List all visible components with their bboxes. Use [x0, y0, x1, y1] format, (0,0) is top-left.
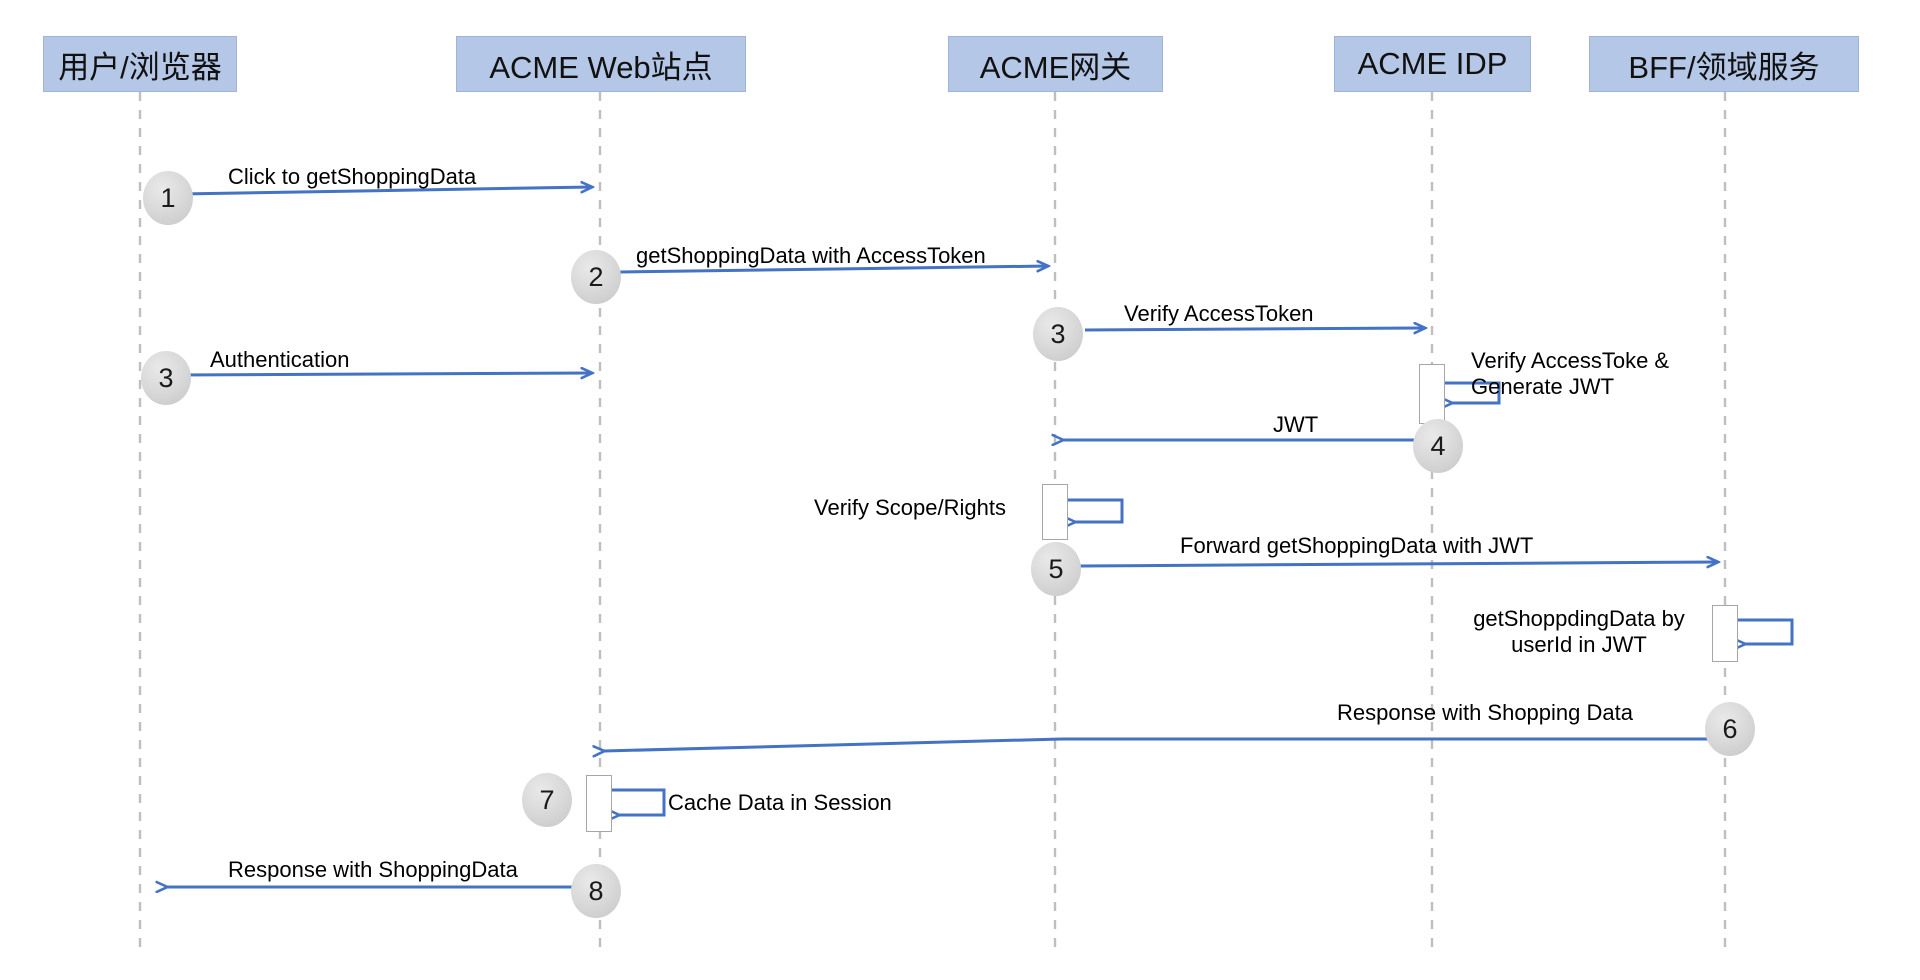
activation-box-web: [586, 775, 612, 832]
arrow-3-authentication: [177, 373, 592, 375]
lifelines: [138, 92, 1727, 952]
message-label-getshoppdingdata-by-userid-in-jwt: getShoppdingData by userId in JWT: [1450, 606, 1708, 658]
arrow-2-getshoppingdata-with-accesstoken: [619, 266, 1048, 274]
message-label-line-2: Generate JWT: [1471, 373, 1615, 399]
step-badge-3-verify[interactable]: 3: [1033, 307, 1083, 361]
message-label-jwt: JWT: [1273, 412, 1319, 437]
arrow-5-forward-getshoppingdata-with-jwt: [1079, 562, 1718, 566]
step-badge-4[interactable]: 4: [1413, 419, 1463, 473]
message-label-click-to-getshoppingdata: Click to getShoppingData: [228, 164, 477, 189]
selfloop-getshoppdingdata-by-userid-in-jwt: [1738, 618, 1794, 644]
step-badge-8[interactable]: 8: [571, 864, 621, 918]
step-badge-6[interactable]: 6: [1705, 702, 1755, 756]
step-badge-7[interactable]: 7: [522, 773, 572, 827]
participant-bff[interactable]: BFF/领域服务: [1589, 36, 1859, 92]
participant-idp-label: ACME IDP: [1357, 46, 1508, 81]
activation-box-bff: [1712, 605, 1738, 662]
step-badge-5[interactable]: 5: [1031, 542, 1081, 596]
step-badge-1[interactable]: 1: [143, 171, 193, 225]
participant-web-label: ACME Web站点: [489, 49, 713, 85]
arrow-6-response-with-shopping-data-seg2: [604, 737, 1063, 751]
arrow-1-click-to-getshoppingdata: [179, 187, 592, 196]
selfloop-cache-data-in-session: [612, 788, 666, 815]
message-label-getshoppingdata-with-accesstoken: getShoppingData with AccessToken: [636, 243, 986, 268]
activation-box-gateway: [1042, 484, 1068, 540]
selfloop-verify-scope-rights: [1068, 498, 1124, 522]
participant-user[interactable]: 用户/浏览器: [43, 36, 237, 92]
step-badge-2[interactable]: 2: [571, 250, 621, 304]
step-badge-3-authentication[interactable]: 3: [141, 351, 191, 405]
selfloop-verify-accesstoke-generate-jwt: [1445, 381, 1501, 403]
message-label-cache-data-in-session: Cache Data in Session: [668, 790, 892, 815]
message-label-forward-getshoppingdata-with-jwt: Forward getShoppingData with JWT: [1180, 533, 1534, 558]
participant-user-label: 用户/浏览器: [58, 49, 222, 85]
message-label-response-with-shoppingdata: Response with ShoppingData: [228, 857, 518, 882]
participant-gateway[interactable]: ACME网关: [948, 36, 1163, 92]
participant-idp[interactable]: ACME IDP: [1334, 36, 1531, 92]
activation-box-idp: [1419, 364, 1445, 424]
message-label-verify-scope-rights: Verify Scope/Rights: [814, 495, 1006, 520]
message-label-verify-accesstoken: Verify AccessToken: [1124, 301, 1314, 326]
message-label-response-with-shopping-data: Response with Shopping Data: [1337, 700, 1633, 725]
arrow-3-verify-accesstoken: [1084, 328, 1425, 330]
participant-web[interactable]: ACME Web站点: [456, 36, 746, 92]
message-label-verify-accesstoke-generate-jwt: Verify AccessToke & Generate JWT: [1471, 348, 1741, 400]
message-label-line-1: Verify AccessToke &: [1471, 348, 1670, 373]
participant-bff-label: BFF/领域服务: [1628, 49, 1820, 85]
message-label-line-1: getShoppdingData by: [1473, 606, 1685, 631]
participant-gateway-label: ACME网关: [979, 49, 1132, 85]
message-arrows: [167, 187, 1794, 887]
message-label-authentication: Authentication: [210, 347, 350, 372]
message-label-line-2: userId in JWT: [1511, 631, 1647, 657]
